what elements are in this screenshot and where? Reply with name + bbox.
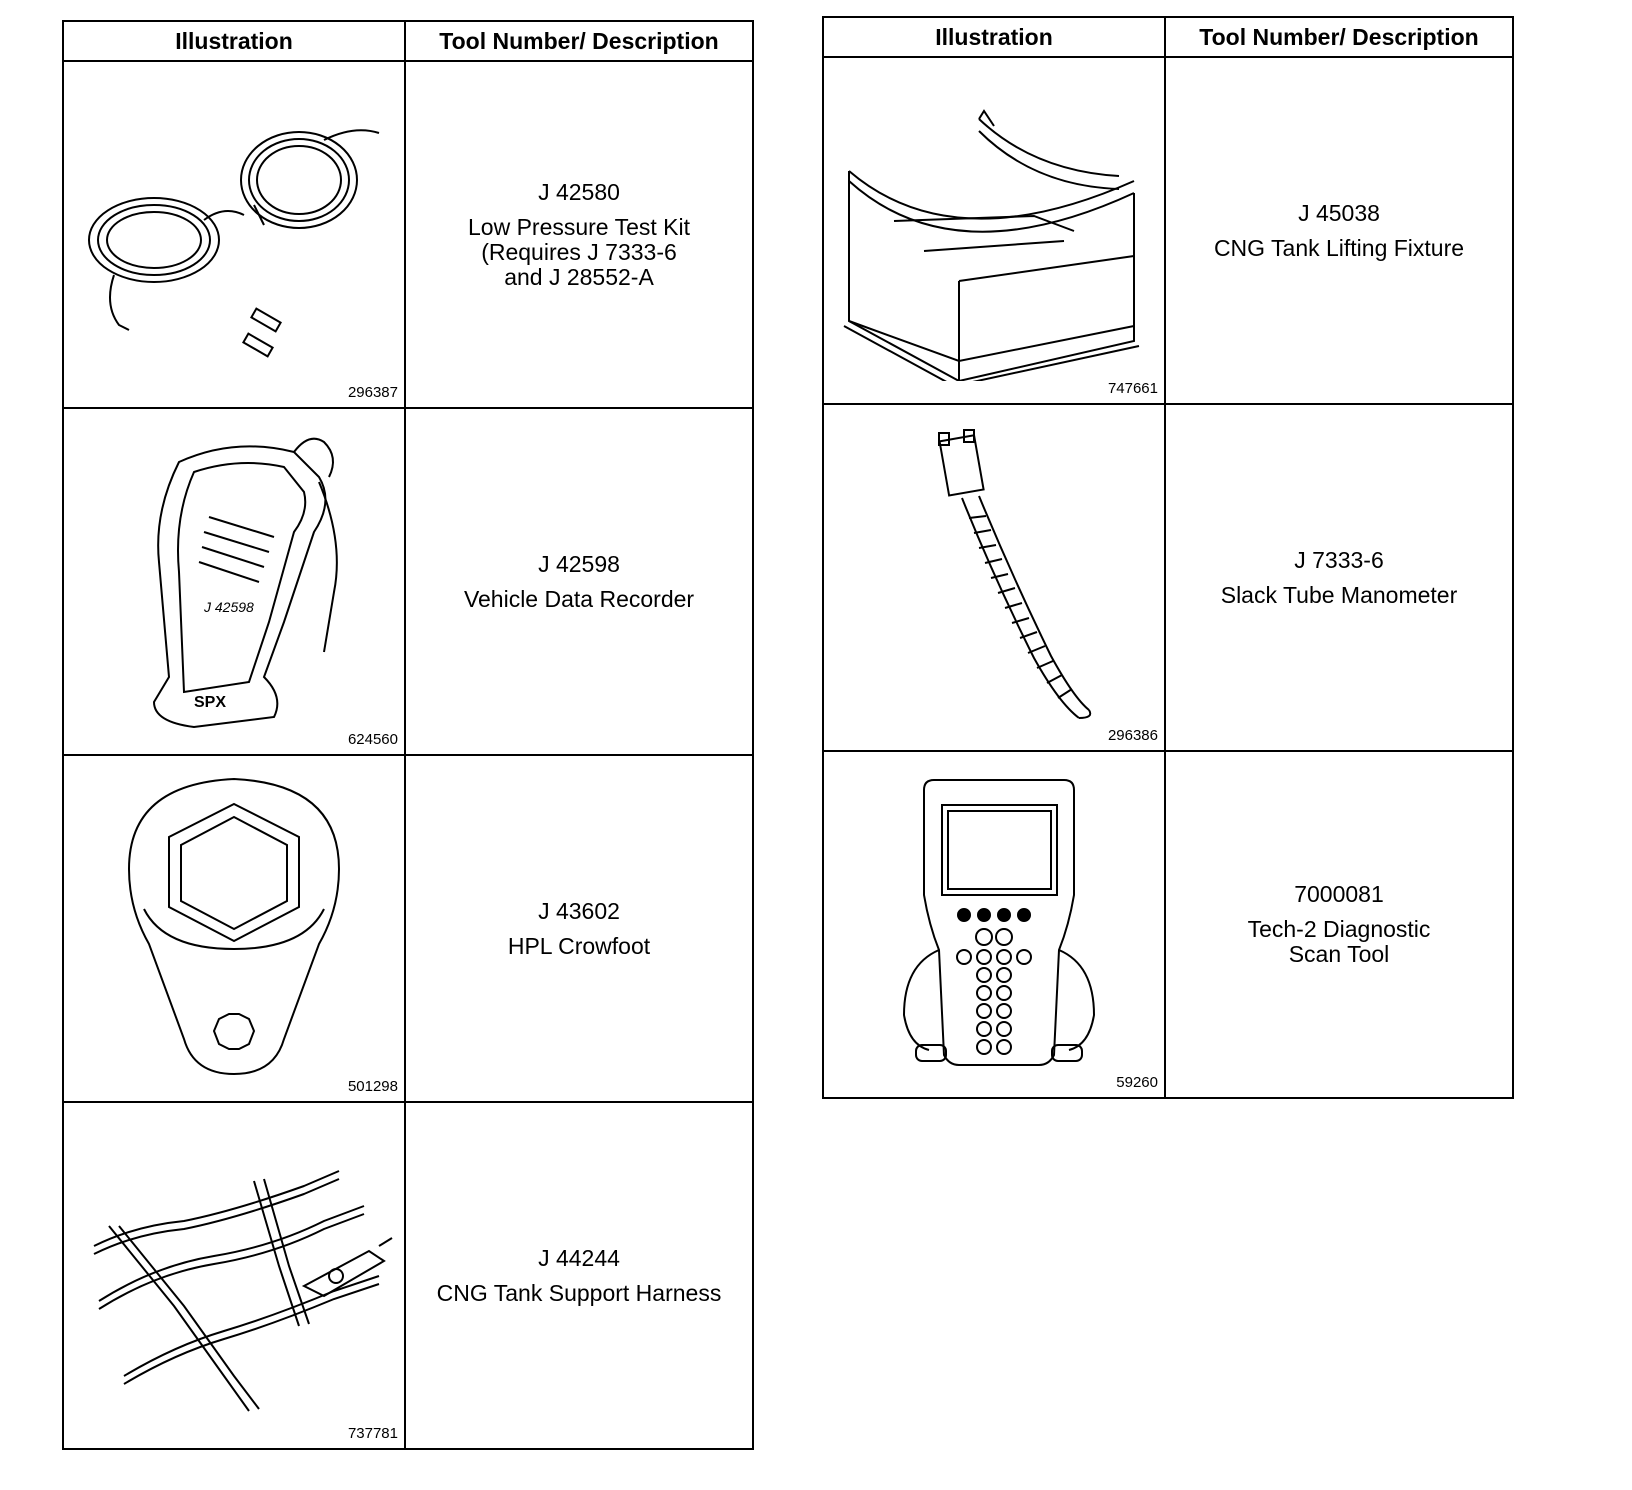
table-row: 501298 J 43602 HPL Crowfoot xyxy=(62,754,754,1103)
tool-description-line: and J 28552-A xyxy=(504,263,654,290)
illustration-cell: 737781 xyxy=(62,1101,406,1450)
header-row: Illustration Tool Number/ Description xyxy=(822,16,1514,58)
description-cell: J 44244 CNG Tank Support Harness xyxy=(404,1101,754,1450)
figure-number: 747661 xyxy=(1107,380,1158,397)
description-header: Tool Number/ Description xyxy=(1164,16,1514,58)
description-cell: J 42598 Vehicle Data Recorder xyxy=(404,407,754,756)
tool-number: 7000081 xyxy=(1294,881,1384,907)
figure-number: 296386 xyxy=(1107,727,1158,744)
tool-description-line: Low Pressure Test Kit xyxy=(467,213,690,240)
manometer-icon xyxy=(844,418,1144,738)
illustration-cell: 501298 xyxy=(62,754,406,1103)
svg-text:J 42598: J 42598 xyxy=(203,599,254,615)
tool-number: J 42580 xyxy=(538,178,620,205)
table-row: 296387 J 42580 Low Pressure Test Kit (Re… xyxy=(62,60,754,409)
figure-number: 624560 xyxy=(347,731,398,748)
description-cell: J 45038 CNG Tank Lifting Fixture xyxy=(1164,56,1514,405)
tool-number: J 42598 xyxy=(538,550,620,577)
tool-description-line: CNG Tank Support Harness xyxy=(436,1279,722,1306)
illustration-cell: J 42598 SPX 624560 xyxy=(62,407,406,756)
harness-icon xyxy=(74,1126,394,1426)
tool-table-left: Illustration Tool Number/ Description 29… xyxy=(62,20,754,1450)
tool-number: J 7333-6 xyxy=(1294,546,1384,573)
figure-number: 501298 xyxy=(347,1078,398,1095)
table-row: 59260 7000081 Tech-2 Diagnostic Scan Too… xyxy=(822,750,1514,1099)
figure-number: 737781 xyxy=(347,1425,398,1442)
illustration-cell: 59260 xyxy=(822,750,1166,1099)
lifting-fixture-icon xyxy=(834,81,1154,381)
illustration-header: Illustration xyxy=(62,20,406,62)
tool-number: J 43602 xyxy=(538,897,620,924)
table-row: 296386 J 7333-6 Slack Tube Manometer xyxy=(822,403,1514,752)
hose-kit-icon xyxy=(74,85,394,385)
illustration-cell: 296387 xyxy=(62,60,406,409)
table-row: 737781 J 44244 CNG Tank Support Harness xyxy=(62,1101,754,1450)
description-cell: 7000081 Tech-2 Diagnostic Scan Tool xyxy=(1164,750,1514,1099)
description-cell: J 43602 HPL Crowfoot xyxy=(404,754,754,1103)
illustration-cell: 747661 xyxy=(822,56,1166,405)
tool-number: J 44244 xyxy=(538,1244,620,1271)
tool-description-line: (Requires J 7333-6 xyxy=(481,238,677,265)
description-header: Tool Number/ Description xyxy=(404,20,754,62)
tool-number: J 45038 xyxy=(1298,199,1380,226)
figure-number: 59260 xyxy=(1116,1074,1158,1091)
description-cell: J 7333-6 Slack Tube Manometer xyxy=(1164,403,1514,752)
illustration-header: Illustration xyxy=(822,16,1166,58)
tool-description-line: CNG Tank Lifting Fixture xyxy=(1213,234,1465,261)
table-row: 747661 J 45038 CNG Tank Lifting Fixture xyxy=(822,56,1514,405)
illustration-cell: 296386 xyxy=(822,403,1166,752)
header-row: Illustration Tool Number/ Description xyxy=(62,20,754,62)
table-row: J 42598 SPX 624560 J 42598 Vehicle Data … xyxy=(62,407,754,756)
scan-tool-icon xyxy=(844,765,1144,1085)
tool-description-line: Vehicle Data Recorder xyxy=(463,585,695,612)
figure-number: 296387 xyxy=(347,384,398,401)
description-cell: J 42580 Low Pressure Test Kit (Requires … xyxy=(404,60,754,409)
tool-description-line: HPL Crowfoot xyxy=(507,932,651,959)
tool-description-line: Scan Tool xyxy=(1288,941,1390,967)
svg-text:SPX: SPX xyxy=(194,694,226,711)
tool-table-right: Illustration Tool Number/ Description 74… xyxy=(822,16,1514,1099)
tool-description-line: Slack Tube Manometer xyxy=(1220,581,1458,608)
vehicle-data-recorder-icon: J 42598 SPX xyxy=(84,422,384,742)
crowfoot-icon xyxy=(104,769,364,1089)
tool-description-line: Tech-2 Diagnostic xyxy=(1247,916,1431,942)
